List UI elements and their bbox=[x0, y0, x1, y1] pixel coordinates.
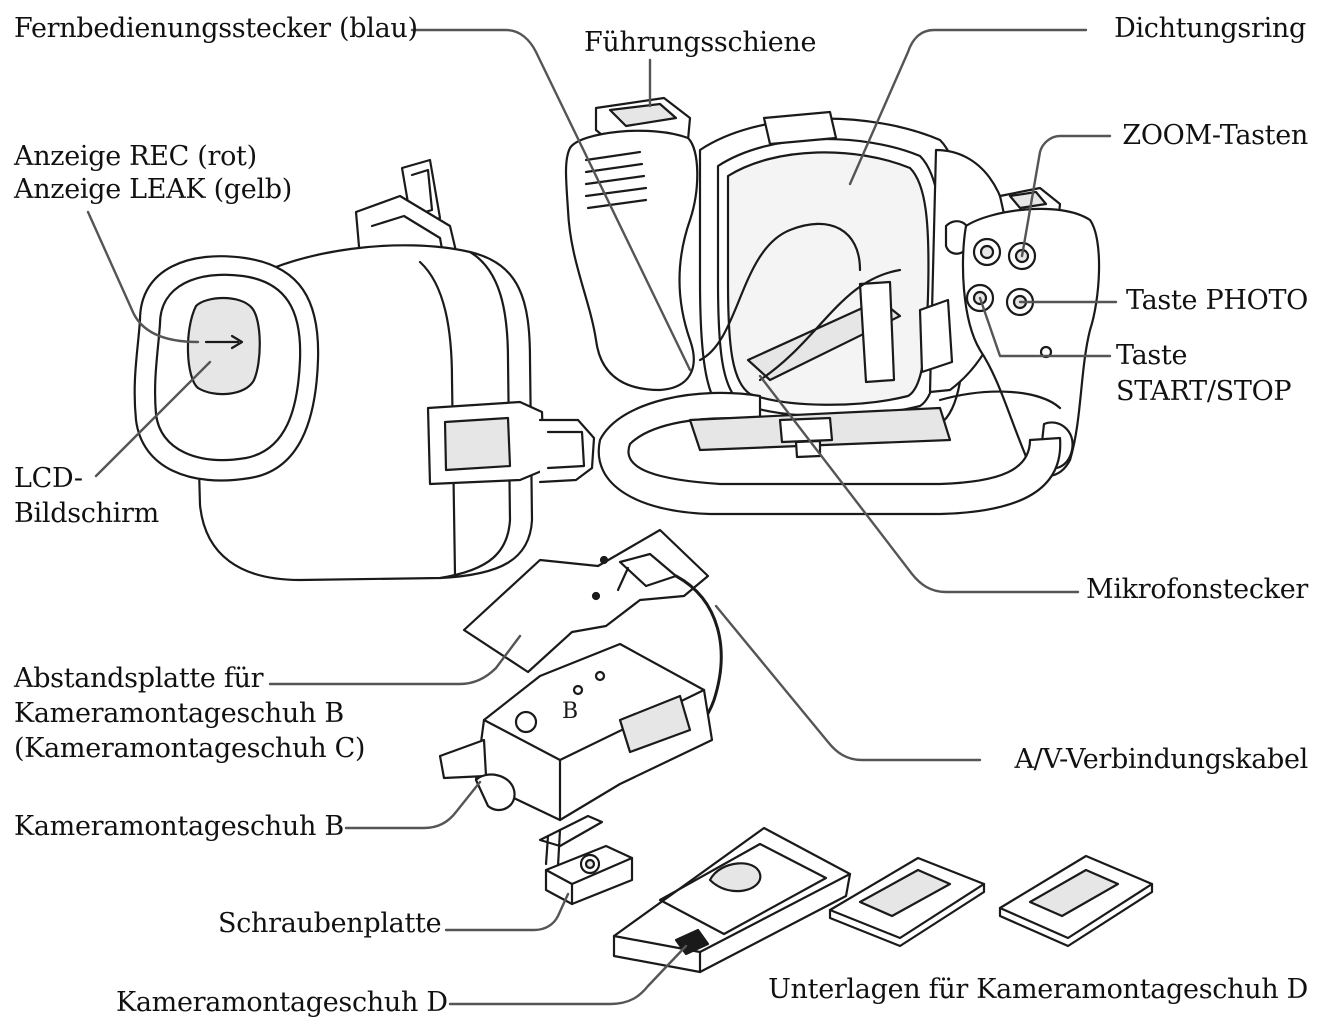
label-shoe-b: Kameramontageschuh B bbox=[14, 811, 344, 842]
leader-start-stop bbox=[978, 296, 1112, 358]
label-zoom-buttons: ZOOM-Tasten bbox=[1122, 120, 1308, 151]
label-mic-plug: Mikrofonstecker bbox=[1086, 574, 1308, 605]
rear-housing bbox=[133, 158, 596, 582]
label-start-stop-2: START/STOP bbox=[1116, 376, 1292, 407]
front-housing bbox=[564, 96, 1101, 516]
label-seal-ring: Dichtungsring bbox=[1114, 13, 1306, 44]
leader-mic bbox=[758, 374, 1080, 594]
shoe-d-pads-part bbox=[828, 854, 1154, 948]
leader-shoe-d bbox=[448, 944, 688, 1006]
camera-shoe-d-part bbox=[612, 826, 852, 974]
label-guide-rail: Führungsschiene bbox=[584, 27, 817, 58]
label-lcd-2: Bildschirm bbox=[14, 498, 159, 529]
leader-seal-ring bbox=[848, 28, 1088, 186]
leader-av-cable bbox=[714, 604, 982, 762]
leader-zoom bbox=[1020, 134, 1112, 258]
label-leak-indicator: Anzeige LEAK (gelb) bbox=[14, 174, 293, 205]
label-shoe-d-pads: Unterlagen für Kameramontageschuh D bbox=[768, 974, 1308, 1005]
shoe-b-marking: B bbox=[562, 699, 578, 724]
label-shoe-d: Kameramontageschuh D bbox=[116, 987, 448, 1018]
label-screw-plate: Schraubenplatte bbox=[218, 908, 442, 939]
label-spacer-2: Kameramontageschuh B bbox=[14, 698, 344, 729]
camera-shoe-b bbox=[438, 642, 714, 868]
label-remote-plug: Fernbedienungsstecker (blau) bbox=[14, 13, 418, 44]
label-lcd-1: LCD- bbox=[14, 463, 83, 494]
label-photo-button: Taste PHOTO bbox=[1126, 285, 1308, 316]
leader-lcd bbox=[94, 360, 212, 478]
leader-remote-plug bbox=[410, 28, 692, 372]
leader-screw-plate bbox=[444, 892, 570, 932]
label-rec-indicator: Anzeige REC (rot) bbox=[14, 141, 257, 172]
leader-rec-leak bbox=[86, 210, 200, 344]
label-start-stop-1: Taste bbox=[1116, 340, 1188, 371]
leader-shoe-b bbox=[344, 780, 482, 830]
leader-spacer bbox=[268, 634, 522, 686]
label-av-cable: A/V-Verbindungskabel bbox=[1014, 744, 1308, 775]
label-spacer-3: (Kameramontageschuh C) bbox=[14, 733, 366, 764]
label-spacer-1: Abstandsplatte für bbox=[14, 663, 264, 694]
screw-plate-part bbox=[544, 844, 634, 906]
